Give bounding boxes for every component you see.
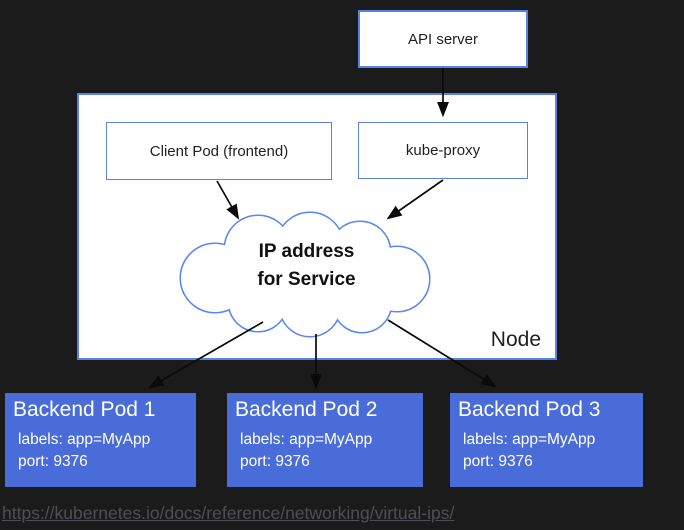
backend-pod-3-title: Backend Pod 3 [458, 398, 601, 421]
service-ip-label-line1: IP address [258, 241, 355, 262]
node-label: Node [490, 328, 541, 351]
backend-pod-2-box: Backend Pod 2 labels: app=MyApp port: 93… [227, 393, 423, 487]
service-ip-label-line2: for Service [257, 269, 356, 290]
backend-pod-1-labels: labels: app=MyApp [18, 431, 151, 448]
backend-pod-2-title: Backend Pod 2 [235, 398, 378, 421]
api-server-box: API server [358, 10, 528, 68]
kube-proxy-box: kube-proxy [358, 122, 528, 179]
backend-pod-2-port: port: 9376 [240, 453, 310, 471]
kube-proxy-label: kube-proxy [405, 142, 481, 159]
api-server-label: API server [407, 30, 479, 48]
backend-pod-1-box: Backend Pod 1 labels: app=MyApp port: 93… [5, 393, 196, 487]
source-url-link[interactable]: https://kubernetes.io/docs/reference/net… [2, 503, 455, 523]
backend-pod-2-labels: labels: app=MyApp [240, 431, 373, 448]
backend-pod-1-title: Backend Pod 1 [13, 398, 156, 421]
client-pod-box: Client Pod (frontend) [106, 122, 332, 180]
client-pod-label: Client Pod (frontend) [149, 142, 289, 160]
backend-pod-3-port: port: 9376 [463, 453, 533, 471]
service-ip-label: IP address for Service [178, 238, 435, 294]
backend-pod-3-box: Backend Pod 3 labels: app=MyApp port: 93… [450, 393, 643, 487]
backend-pod-3-labels: labels: app=MyApp [463, 431, 596, 448]
backend-pod-1-port: port: 9376 [18, 453, 88, 471]
service-cloud-shape [179, 211, 431, 338]
